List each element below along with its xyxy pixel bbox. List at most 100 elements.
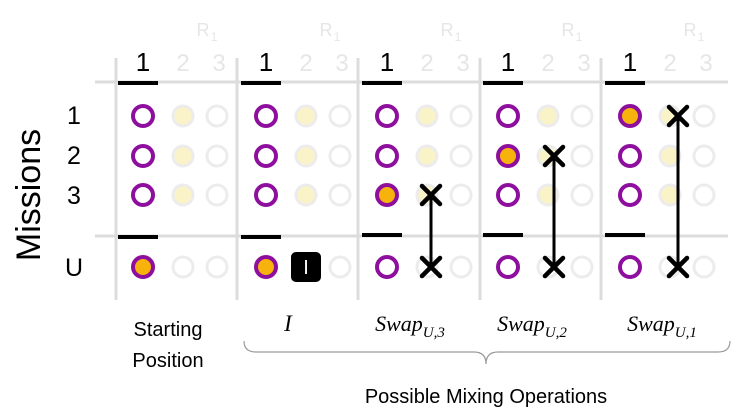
- column-header-1: 1: [623, 47, 637, 77]
- faint-header-digit: 2: [420, 50, 433, 77]
- faint-ring: [449, 255, 473, 279]
- faint-header-digit: 3: [577, 50, 590, 77]
- occupied-slot: [254, 255, 278, 279]
- faint-header-digit: 3: [335, 50, 348, 77]
- caption-swap-u1-sub: U,1: [675, 325, 697, 341]
- identity-marker-text: I: [303, 257, 309, 279]
- mission-slot: [131, 144, 155, 168]
- faint-ring: [415, 144, 439, 168]
- caption-swap-u3-main: Swap: [375, 311, 423, 336]
- faint-ring: [658, 144, 682, 168]
- faint-ring: [658, 183, 682, 207]
- swap-x-mark-bottom: [666, 255, 690, 279]
- faint-ring: [536, 104, 560, 128]
- swap-x-mark-bottom: [419, 255, 443, 279]
- faint-ring: [294, 144, 318, 168]
- x-stroke: [542, 144, 566, 168]
- mission-slot: [618, 144, 642, 168]
- operations-group-label: Possible Mixing Operations: [365, 386, 607, 408]
- faint-ring: [205, 104, 229, 128]
- occupied-slot: [131, 255, 155, 279]
- panel-swap-u3: 1: [362, 47, 443, 279]
- faint-ring: [171, 255, 195, 279]
- mission-slot: [254, 183, 278, 207]
- caption-identity: I: [283, 311, 293, 336]
- faint-ring: [205, 144, 229, 168]
- mission-slot: [618, 255, 642, 279]
- mission-slot: [496, 255, 520, 279]
- mission-slot: [375, 144, 399, 168]
- faint-ring: [449, 183, 473, 207]
- mission-slot: [496, 183, 520, 207]
- panel-identity: 1I: [241, 47, 321, 282]
- mission-slot: [618, 183, 642, 207]
- x-stroke: [419, 255, 443, 279]
- faint-header-r-sub: 1: [334, 30, 341, 44]
- occupied-slot: [375, 183, 399, 207]
- faint-header-digit: 3: [456, 50, 469, 77]
- faint-header-r: R: [197, 20, 210, 40]
- swap-x-mark-top: [419, 183, 443, 207]
- faint-ring: [171, 144, 195, 168]
- faint-ring: [328, 183, 352, 207]
- column-header-1: 1: [259, 47, 273, 77]
- caption-swap-u3: SwapU,3: [375, 311, 445, 341]
- panel-swap-u1: 1: [605, 47, 690, 279]
- row-label-2: 2: [67, 142, 81, 170]
- faint-ring: [328, 104, 352, 128]
- mission-slot: [131, 183, 155, 207]
- row-labels: 1 2 3 U: [65, 102, 83, 282]
- faint-ring: [536, 255, 560, 279]
- row-label-u: U: [65, 254, 83, 282]
- mission-slot: [496, 104, 520, 128]
- faint-ring: [171, 104, 195, 128]
- faint-header-r: R: [562, 20, 575, 40]
- caption-swap-u2-main: Swap: [497, 311, 545, 336]
- swap-x-mark-top: [542, 144, 566, 168]
- faint-ring: [205, 255, 229, 279]
- faint-ring: [449, 144, 473, 168]
- faint-ring: [205, 183, 229, 207]
- row-label-3: 3: [67, 182, 81, 210]
- faint-ring: [415, 104, 439, 128]
- faint-header-digit: 3: [212, 50, 225, 77]
- caption-swap-u1-main: Swap: [627, 311, 675, 336]
- faint-header-r: R: [684, 20, 697, 40]
- faint-header-r-sub: 1: [211, 30, 218, 44]
- swap-x-mark-bottom: [542, 255, 566, 279]
- faint-ring: [415, 255, 439, 279]
- mission-slot: [254, 144, 278, 168]
- column-header-1: 1: [501, 47, 515, 77]
- x-stroke: [666, 104, 690, 128]
- faint-ring: [570, 255, 594, 279]
- faint-ring: [171, 183, 195, 207]
- faint-ring: [294, 104, 318, 128]
- faint-ring: [328, 144, 352, 168]
- faint-ring: [570, 183, 594, 207]
- faint-ring: [692, 104, 716, 128]
- identity-marker-box: [291, 252, 321, 282]
- faint-ring: [449, 104, 473, 128]
- faint-header-digit: 2: [541, 50, 554, 77]
- column-header-1: 1: [136, 47, 150, 77]
- occupied-slot: [496, 144, 520, 168]
- faint-header-r-sub: 1: [698, 30, 705, 44]
- panel-swap-u2: 1: [483, 47, 566, 279]
- faint-ring: [570, 144, 594, 168]
- faint-header-digit: 2: [663, 50, 676, 77]
- mission-slot: [375, 104, 399, 128]
- x-stroke: [542, 255, 566, 279]
- mission-slot: [254, 104, 278, 128]
- occupied-slot: [618, 104, 642, 128]
- column-header-1: 1: [380, 47, 394, 77]
- caption-swap-u2: SwapU,2: [497, 311, 567, 341]
- panel-start: 1: [118, 47, 158, 279]
- faint-header-r-sub: 1: [576, 30, 583, 44]
- x-stroke: [666, 255, 690, 279]
- x-stroke: [419, 183, 443, 207]
- caption-swap-u2-sub: U,2: [545, 325, 568, 341]
- faint-header-digit: 3: [699, 50, 712, 77]
- caption-swap-u3-sub: U,3: [423, 325, 445, 341]
